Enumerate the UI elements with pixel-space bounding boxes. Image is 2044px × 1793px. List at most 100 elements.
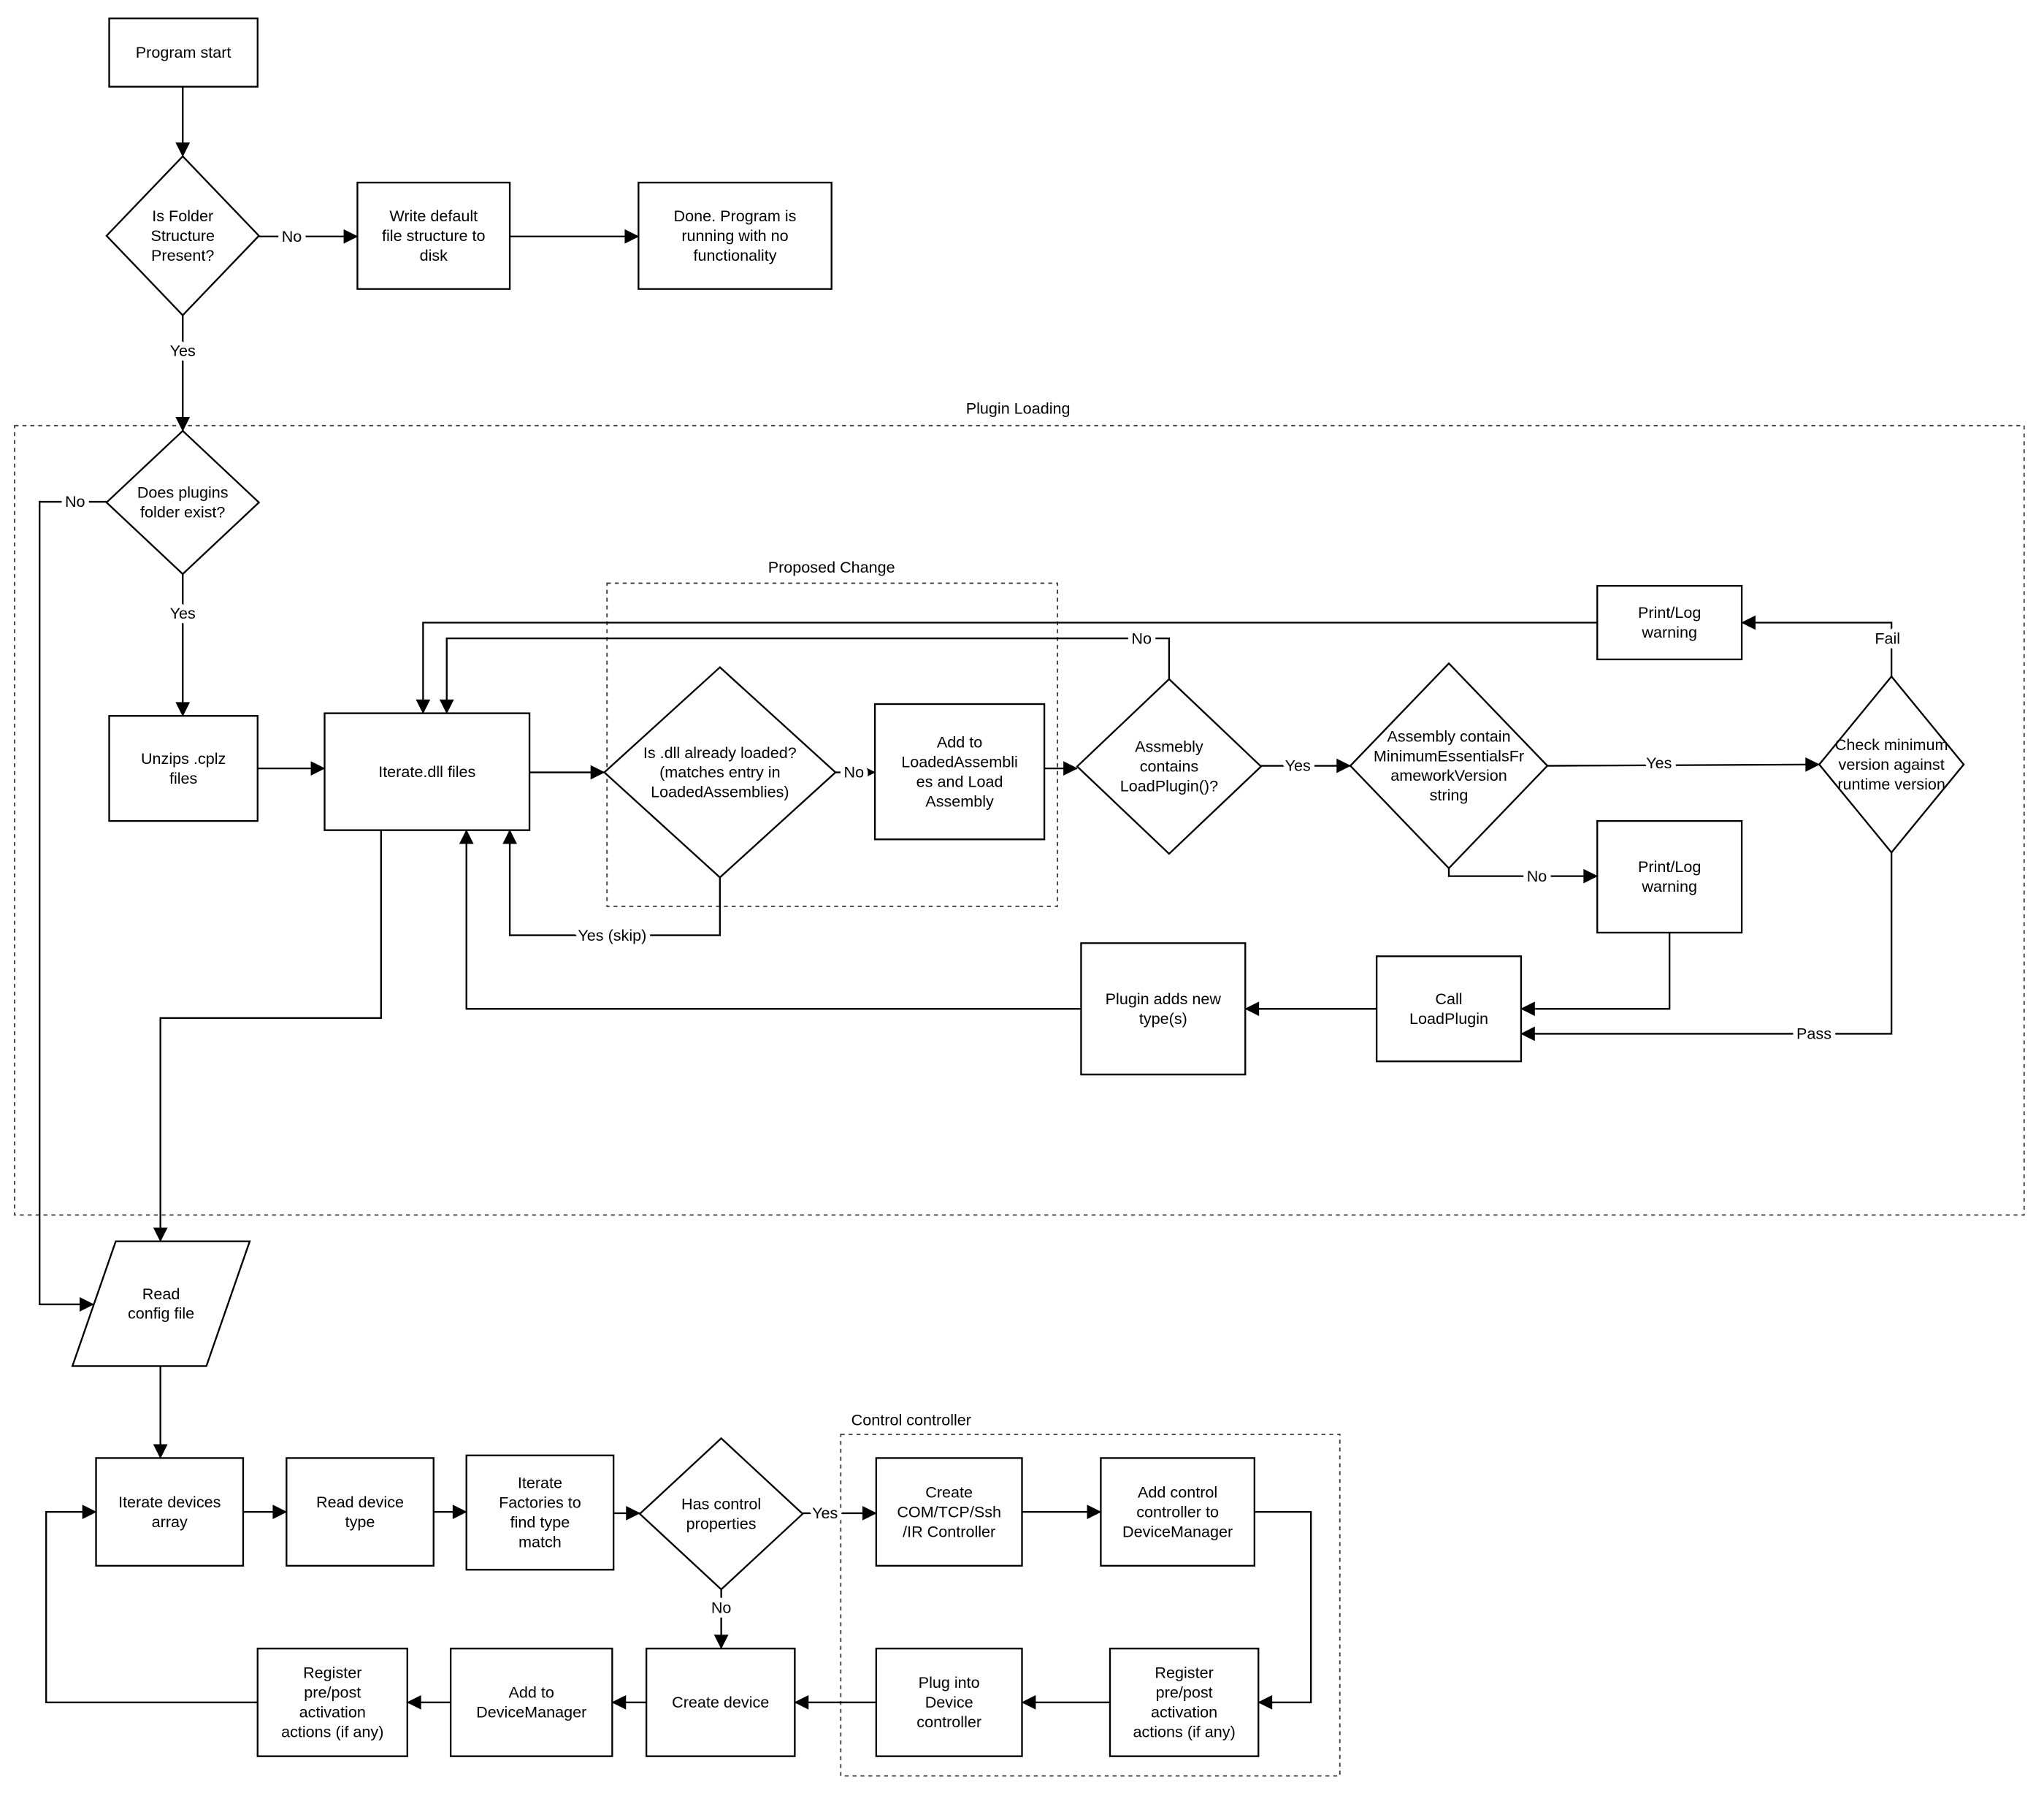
node-shape-iterate-devices-array bbox=[95, 1457, 245, 1567]
node-shape-iterate-factories bbox=[465, 1454, 615, 1571]
group-control-controller: Control controller bbox=[840, 1410, 1341, 1777]
node-shape-call-loadplugin bbox=[1375, 955, 1523, 1063]
node-shape-create-device bbox=[645, 1647, 796, 1757]
edge-runtime-check-fail: Fail bbox=[1741, 615, 1905, 677]
edge-label-loadplugin-check-no: No bbox=[1131, 629, 1152, 647]
edge-line-runtime-check-pass bbox=[1520, 852, 1893, 1041]
node-shape-write-default-structure bbox=[356, 181, 511, 290]
edge-label-runtime-check-fail: Fail bbox=[1875, 629, 1900, 647]
edge-warning-top-to-iterate bbox=[416, 622, 1598, 714]
edge-label-plugins-exist-no: No bbox=[65, 492, 85, 511]
edge-loaded-check-no: No bbox=[835, 758, 876, 786]
edge-minversion-check-no: No bbox=[1447, 863, 1599, 890]
edge-label-loaded-check-yes-skip: Yes (skip) bbox=[578, 926, 646, 944]
node-shape-add-loaded-assemblies bbox=[873, 703, 1046, 841]
edge-label-folder-check-no: No bbox=[282, 227, 302, 245]
edge-label-loaded-check-no: No bbox=[843, 763, 864, 781]
node-shape-control-properties-check bbox=[638, 1437, 804, 1591]
node-iterate-dll-files: Iterate.dll files bbox=[324, 712, 531, 831]
edge-control-check-yes: Yes bbox=[803, 1499, 877, 1526]
edge-label-folder-check-yes: Yes bbox=[170, 341, 196, 359]
edge-add-controller-to-register-right bbox=[1254, 1510, 1312, 1710]
node-shape-print-warning-mid bbox=[1596, 819, 1743, 934]
node-shape-register-activation-right bbox=[1109, 1647, 1260, 1757]
edge-label-minversion-check-yes: Yes bbox=[1646, 754, 1672, 772]
edge-line-minversion-check-no bbox=[1447, 868, 1599, 884]
edge-label-loadplugin-check-yes: Yes bbox=[1285, 757, 1311, 775]
node-shape-plugins-folder-check bbox=[105, 429, 261, 576]
edge-folder-check-yes: Yes bbox=[165, 315, 200, 432]
node-shape-minversion-string-check bbox=[1349, 662, 1549, 870]
node-label-create-device: Create device bbox=[672, 1693, 769, 1711]
edge-minversion-check-yes: Yes bbox=[1547, 749, 1821, 776]
group-box-plugin-loading bbox=[14, 424, 2025, 1216]
edge-line-warning-mid-to-call-loadplugin bbox=[1520, 932, 1671, 1017]
node-shape-plugin-adds-types bbox=[1080, 942, 1247, 1076]
group-proposed-change: Proposed Change bbox=[606, 558, 1058, 907]
node-label-program-start: Program start bbox=[136, 43, 231, 61]
node-shape-program-start bbox=[108, 18, 259, 88]
edge-plugins-exist-yes: Yes bbox=[165, 573, 200, 717]
edge-line-add-controller-to-register-right bbox=[1254, 1510, 1312, 1710]
edge-register-left-loop-to-iterate-devices bbox=[45, 1505, 258, 1704]
edge-plugins-exist-no: No bbox=[39, 488, 107, 1312]
edge-plugin-adds-to-iterate bbox=[459, 829, 1082, 1010]
edge-label-plugins-exist-yes: Yes bbox=[170, 604, 196, 622]
node-shape-loadplugin-check bbox=[1076, 678, 1263, 855]
edge-loadplugin-check-no: No bbox=[439, 624, 1171, 714]
edge-label-minversion-check-no: No bbox=[1527, 867, 1547, 885]
edge-iterate-to-read-config bbox=[153, 830, 382, 1242]
node-shape-plug-into-device-controller bbox=[875, 1647, 1023, 1757]
node-shape-read-config-file bbox=[71, 1240, 251, 1367]
group-label-plugin-loading: Plugin Loading bbox=[966, 399, 1071, 418]
edge-folder-check-no: No bbox=[259, 223, 359, 250]
edge-line-iterate-to-read-config bbox=[153, 830, 382, 1242]
group-plugin-loading: Plugin Loading bbox=[14, 399, 2025, 1216]
node-shape-create-controller bbox=[875, 1457, 1023, 1567]
group-label-control-controller: Control controller bbox=[851, 1410, 971, 1429]
edge-line-plugins-exist-no bbox=[39, 500, 107, 1312]
node-dll-loaded-check: Is .dll already loaded?(matches entry in… bbox=[602, 666, 837, 879]
node-program-start: Program start bbox=[108, 18, 259, 88]
edge-control-check-no: No bbox=[707, 1589, 736, 1650]
node-create-device: Create device bbox=[645, 1647, 796, 1757]
edge-line-loadplugin-check-no bbox=[439, 637, 1171, 714]
